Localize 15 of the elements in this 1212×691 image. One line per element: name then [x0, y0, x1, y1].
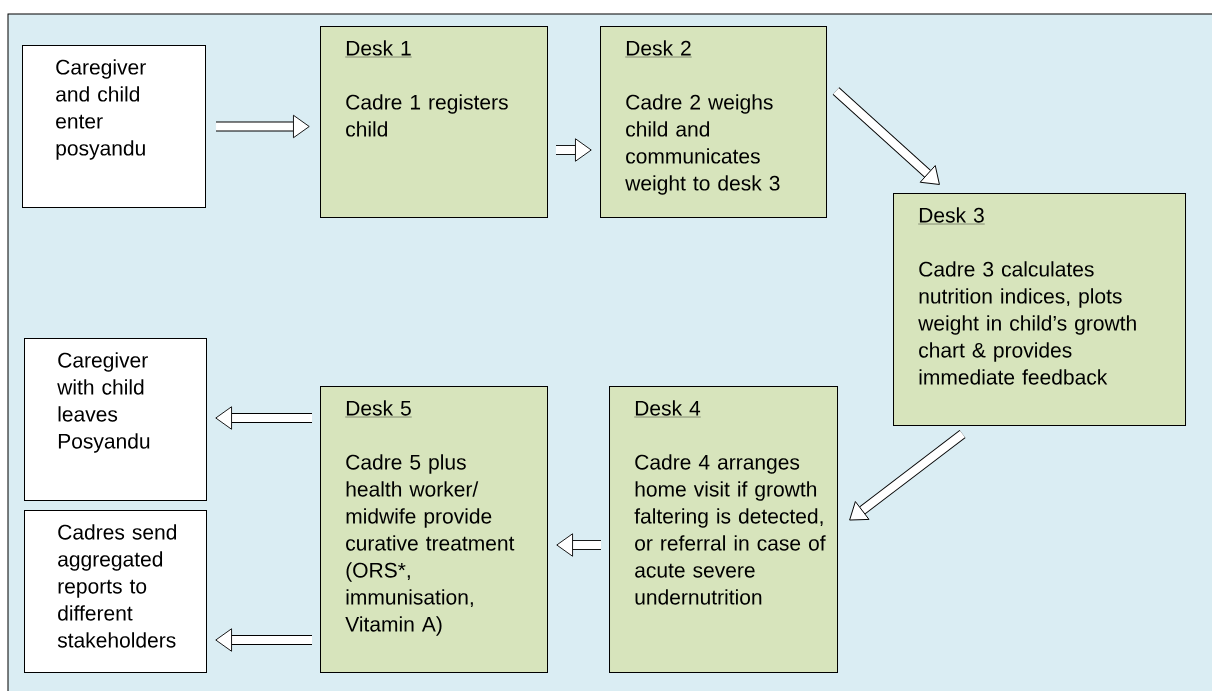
- step-box: Cadres send aggregated reports to different stakeholders: [24, 510, 207, 673]
- block-arrow: [215, 628, 312, 652]
- block-arrow: [215, 406, 312, 430]
- block-arrow: [556, 138, 592, 162]
- desk-box: Desk 1 Cadre 1 registers child: [320, 26, 548, 218]
- block-arrow: [216, 114, 310, 139]
- desk-box: Desk 3 Cadre 3 calculates nutrition indices, plots weight in child’s growth chart & provides immediate feedback: [893, 193, 1186, 426]
- block-arrow: [832, 87, 940, 185]
- step-box: Caregiver and child enter posyandu: [22, 45, 206, 208]
- desk-box: Desk 2 Cadre 2 weighs child and communicates weight to desk 3: [600, 26, 827, 218]
- step-box: Caregiver with child leaves Posyandu: [24, 338, 207, 501]
- block-arrow: [556, 533, 601, 557]
- desk-box: Desk 4 Cadre 4 arranges home visit if growth faltering is detected, or referral in case of acute severe undernutrition: [609, 386, 838, 673]
- block-arrow: [849, 430, 966, 521]
- desk-box: Desk 5 Cadre 5 plus health worker/ midwife provide curative treatment (ORS*, immunisation, Vitamin A): [320, 386, 548, 673]
